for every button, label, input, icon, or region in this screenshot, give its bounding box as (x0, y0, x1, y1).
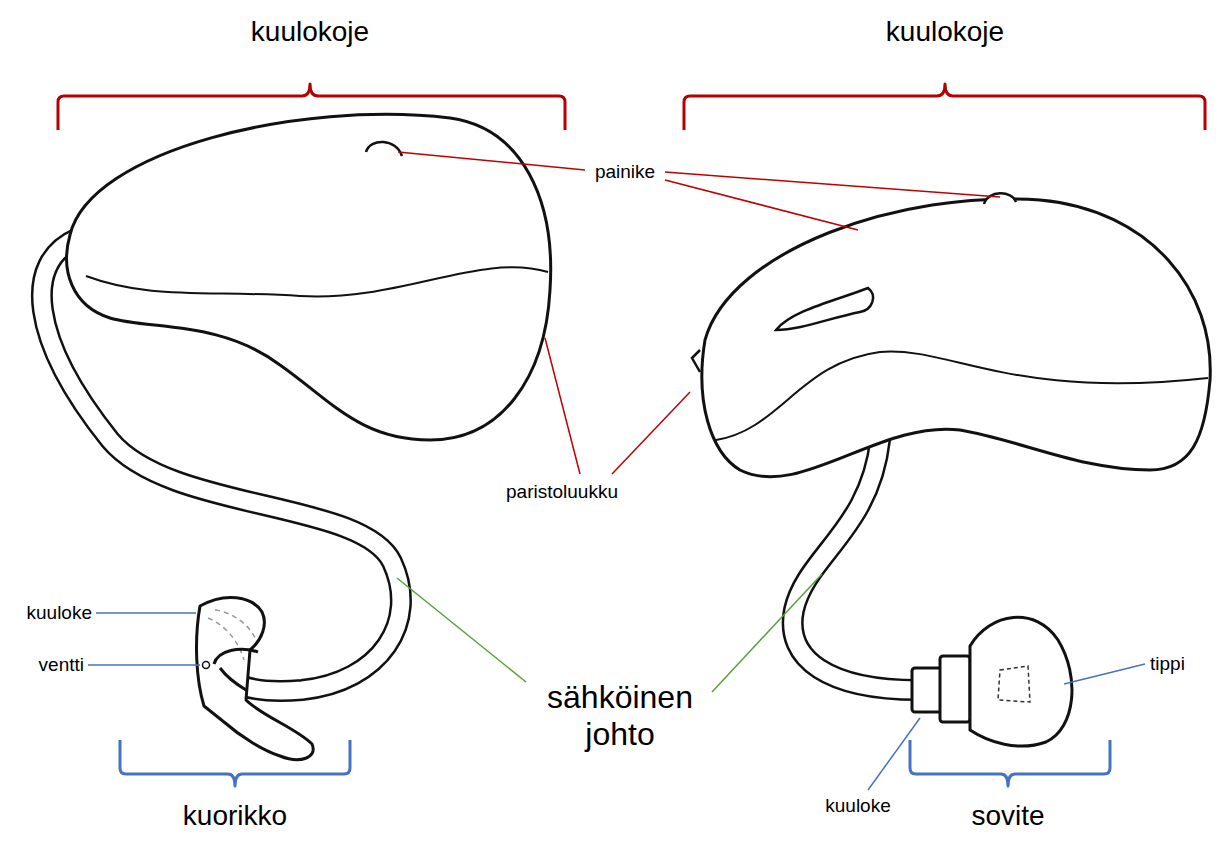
battery-door-notch (692, 350, 700, 372)
cord-end (214, 649, 258, 690)
leader-line (612, 392, 690, 474)
receiver (912, 668, 942, 712)
ear-tip-channel (998, 666, 1030, 702)
leader-line (96, 612, 196, 614)
part-label: sähköinen johto (535, 679, 705, 753)
hearing-aid-body (702, 199, 1210, 477)
part-label: kuuloke (27, 602, 93, 624)
part-label: paristoluukku (506, 481, 618, 503)
bracket (120, 740, 350, 786)
earmold-channel (208, 610, 256, 660)
cord (793, 440, 918, 690)
part-label: painike (595, 161, 655, 183)
part-label: tippi (1150, 653, 1185, 675)
fitting-label: kuorikko (183, 800, 287, 832)
bracket (684, 84, 1205, 130)
button-lever (776, 288, 873, 330)
leader-line (545, 338, 580, 474)
earmold (197, 597, 314, 759)
part-label: ventti (39, 654, 84, 676)
leader-line (665, 172, 1000, 197)
fitting-label: sovite (971, 800, 1044, 832)
receiver (940, 656, 970, 722)
bracket (910, 740, 1110, 786)
button (366, 142, 402, 156)
leader-line (712, 574, 822, 692)
battery-door-seam (716, 352, 1208, 440)
leader-line (88, 664, 200, 666)
leader-line (397, 578, 526, 682)
leader-line (665, 180, 858, 230)
leader-line (1064, 664, 1145, 684)
leader-line (868, 718, 920, 790)
button (984, 193, 1016, 204)
part-label: kuuloke (825, 795, 891, 817)
ear-tip (970, 617, 1072, 746)
cord (793, 440, 918, 690)
device-label: kuulokoje (251, 16, 369, 48)
leader-line (398, 152, 585, 170)
hearing-aid-body (67, 114, 551, 440)
battery-door-seam (86, 267, 548, 296)
vent-hole (203, 662, 210, 669)
device-label: kuulokoje (886, 16, 1004, 48)
